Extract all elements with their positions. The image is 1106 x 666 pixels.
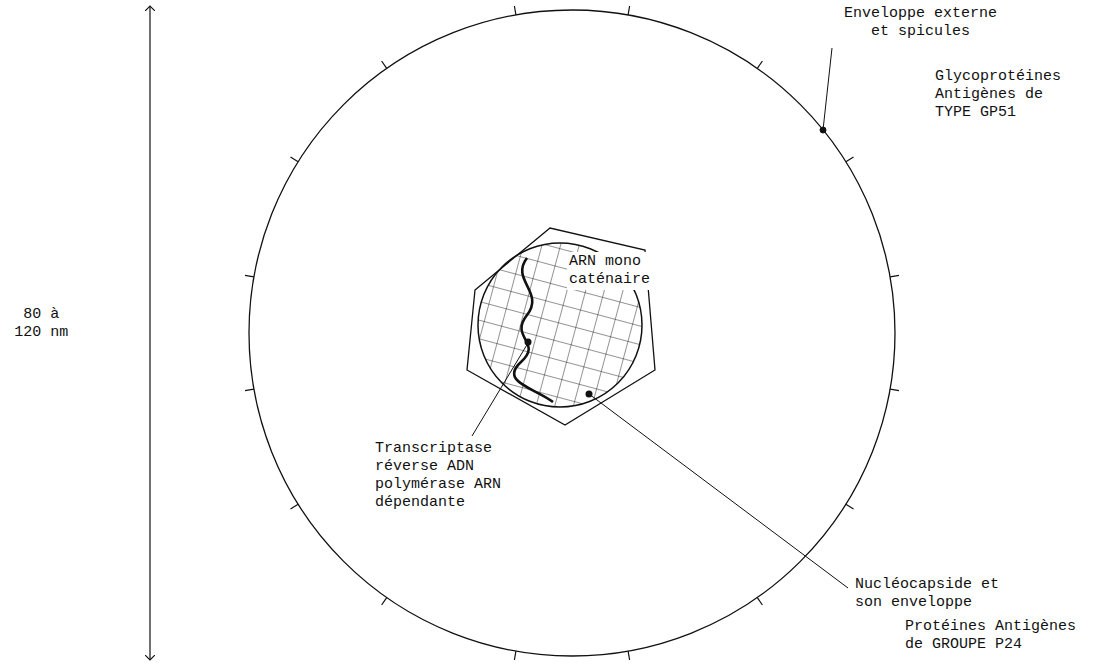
enzyme-name: Transcriptase réverse ADN polymérase ARN… <box>375 440 510 512</box>
outer-envelope <box>249 10 895 656</box>
node-text: ARN mono caténaire <box>567 252 657 290</box>
leader-lines <box>472 48 848 588</box>
dimension-label: 80 à 120 nm <box>12 306 71 342</box>
part-name: Enveloppe externe et spicules <box>835 5 1006 41</box>
antigen-note: Protéines Antigènes de GROUPE P24 <box>905 618 1090 654</box>
nucleocapsid: ARN mono caténaire <box>455 220 665 430</box>
dimension-arrow <box>149 6 150 660</box>
part-name: Nucléocapside et son enveloppe <box>855 576 1008 612</box>
antigen-note: Glycoprotéines Antigènes de TYPE GP51 <box>935 68 1066 122</box>
spicules <box>245 6 899 660</box>
